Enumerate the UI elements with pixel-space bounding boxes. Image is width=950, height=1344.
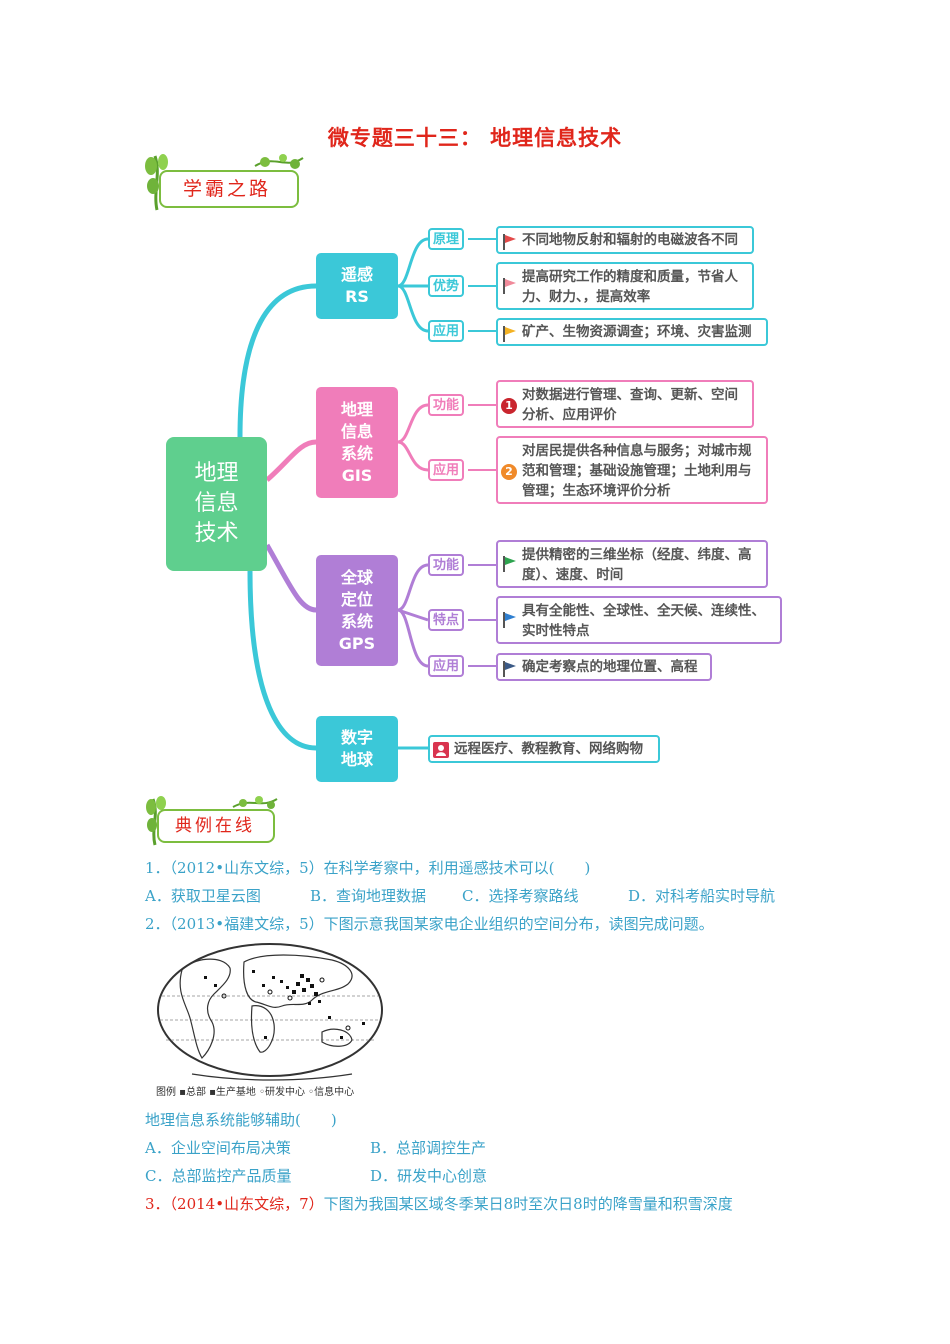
box-rs-advantage: 提高研究工作的精度和质量，节省人力、财力、，提高效率: [496, 262, 754, 310]
node-rs-line-2: RS: [345, 287, 369, 306]
question-2-sub: 地理信息系统能够辅助( ): [145, 1111, 337, 1129]
question-2-option-a: A．企业空间布局决策: [145, 1139, 291, 1157]
text-digital-earth: 远程医疗、教程教育、网络购物: [454, 741, 643, 757]
tag-rs-advantage: 优势: [428, 275, 465, 297]
center-node: 地理 信息 技术: [166, 437, 267, 571]
center-line-2: 信息: [194, 491, 239, 516]
box-gps-application: 确定考察点的地理位置、高程: [496, 653, 712, 681]
text-gis-application: 对居民提供各种信息与服务；对城市规范和管理；基础设施管理；土地利用与管理；生态环…: [522, 443, 752, 499]
green-flag-icon: [503, 556, 516, 572]
mindmap-connectors: [237, 237, 496, 751]
question-1-stem: 1．（2012•山东文综，5）在科学考察中，利用遥感技术可以( ): [145, 859, 591, 877]
node-gis-line-4: GIS: [341, 465, 373, 485]
pink-flag-icon: [503, 278, 516, 294]
center-line-1: 地理: [194, 461, 239, 486]
text-gps-application: 确定考察点的地理位置、高程: [522, 659, 698, 675]
box-rs-principle: 不同地物反射和辐射的电磁波各不同: [496, 226, 754, 254]
box-rs-application: 矿产、生物资源调查；环境、灾害监测: [496, 318, 768, 346]
section-badge-examples-label: 典例在线: [157, 809, 275, 843]
text-rs-application: 矿产、生物资源调查；环境、灾害监测: [522, 324, 752, 340]
node-gps-line-2: 定位: [340, 589, 373, 609]
node-gps-line-4: GPS: [338, 633, 376, 653]
question-1-option-d: D．对科考船实时导航: [628, 887, 776, 905]
leaf-decoration-icon: [145, 154, 304, 211]
tag-gps-feature: 特点: [428, 609, 465, 631]
box-gis-function: 1 对数据进行管理、查询、更新、空间分析、应用评价: [496, 380, 754, 428]
number-one-icon: 1: [501, 398, 517, 414]
section-badge-road-label: 学霸之路: [159, 170, 299, 208]
text-gps-feature: 具有全能性、全球性、全天候、连续性、实时性特点: [522, 603, 765, 639]
box-gis-application: 2 对居民提供各种信息与服务；对城市规范和管理；基础设施管理；土地利用与管理；生…: [496, 436, 768, 504]
node-de-line-1: 数字: [340, 728, 373, 747]
box-digital-earth: 远程医疗、教程教育、网络购物: [428, 735, 660, 763]
node-gps-line-3: 系统: [340, 611, 373, 631]
map-legend: 图例 ▪总部 ▪生产基地 ◦研发中心 ◦信息中心: [156, 1085, 354, 1098]
text-gis-function: 对数据进行管理、查询、更新、空间分析、应用评价: [522, 387, 738, 423]
tag-gps-function: 功能: [428, 554, 465, 576]
section-badge-road: 学霸之路: [145, 152, 305, 214]
text-rs-principle: 不同地物反射和辐射的电磁波各不同: [522, 232, 738, 248]
node-gis-line-2: 信息: [340, 421, 373, 441]
question-2-option-c: C．总部监控产品质量: [145, 1167, 292, 1185]
person-badge-icon: [433, 742, 449, 758]
blue-flag-icon: [503, 612, 516, 628]
page-title: 微专题三十三： 地理信息技术: [327, 126, 623, 150]
question-2-stem: 2．（2013•福建文综，5）下图示意我国某家电企业组织的空间分布，读图完成问题…: [145, 915, 714, 933]
center-line-3: 技术: [194, 521, 239, 546]
tag-gis-application: 应用: [428, 459, 465, 481]
question-2-option-d: D．研发中心创意: [370, 1167, 488, 1185]
node-rs: 遥感 RS: [316, 253, 398, 319]
node-de-line-2: 地球: [340, 750, 373, 769]
question-3-stem: 3．（2014•山东文综，7）下图为我国某区域冬季某日8时至次日8时的降雪量和积…: [145, 1193, 733, 1214]
box-gps-function: 提供精密的三维坐标（经度、纬度、高度）、速度、时间: [496, 540, 768, 588]
leaf-decoration-icon: [146, 796, 278, 846]
tag-gis-function: 功能: [428, 394, 465, 416]
question-1-option-c: C．选择考察路线: [462, 887, 579, 905]
node-gis: 地理 信息 系统 GIS: [316, 387, 398, 498]
text-gps-function: 提供精密的三维坐标（经度、纬度、高度）、速度、时间: [522, 547, 752, 583]
box-gps-feature: 具有全能性、全球性、全天候、连续性、实时性特点: [496, 596, 782, 644]
tag-gps-application: 应用: [428, 655, 465, 677]
text-rs-advantage: 提高研究工作的精度和质量，节省人力、财力、，提高效率: [522, 269, 738, 305]
question-3-text: 下图为我国某区域冬季某日8时至次日8时的降雪量和积雪深度: [323, 1195, 733, 1213]
section-badge-examples: 典例在线: [145, 795, 280, 847]
question-1-option-b: B．查询地理数据: [310, 887, 427, 905]
node-digital-earth: 数字 地球: [316, 716, 398, 782]
tag-rs-principle: 原理: [428, 228, 465, 250]
number-two-icon: 2: [501, 464, 517, 480]
tag-rs-application: 应用: [428, 320, 465, 342]
node-gis-line-3: 系统: [340, 443, 373, 463]
node-gps: 全球 定位 系统 GPS: [316, 555, 398, 666]
node-gps-line-1: 全球: [340, 567, 373, 587]
world-map-figure: 图例 ▪总部 ▪生产基地 ◦研发中心 ◦信息中心: [156, 943, 383, 1098]
orange-flag-icon: [503, 326, 516, 342]
node-rs-line-1: 遥感: [340, 265, 373, 284]
node-gis-line-1: 地理: [340, 399, 373, 419]
question-1-option-a: A．获取卫星云图: [145, 887, 261, 905]
question-3-source: 3．（2014•山东文综，7）: [145, 1195, 324, 1213]
question-2-option-b: B．总部调控生产: [370, 1139, 487, 1157]
red-flag-icon: [503, 234, 516, 250]
navy-flag-icon: [503, 661, 516, 677]
